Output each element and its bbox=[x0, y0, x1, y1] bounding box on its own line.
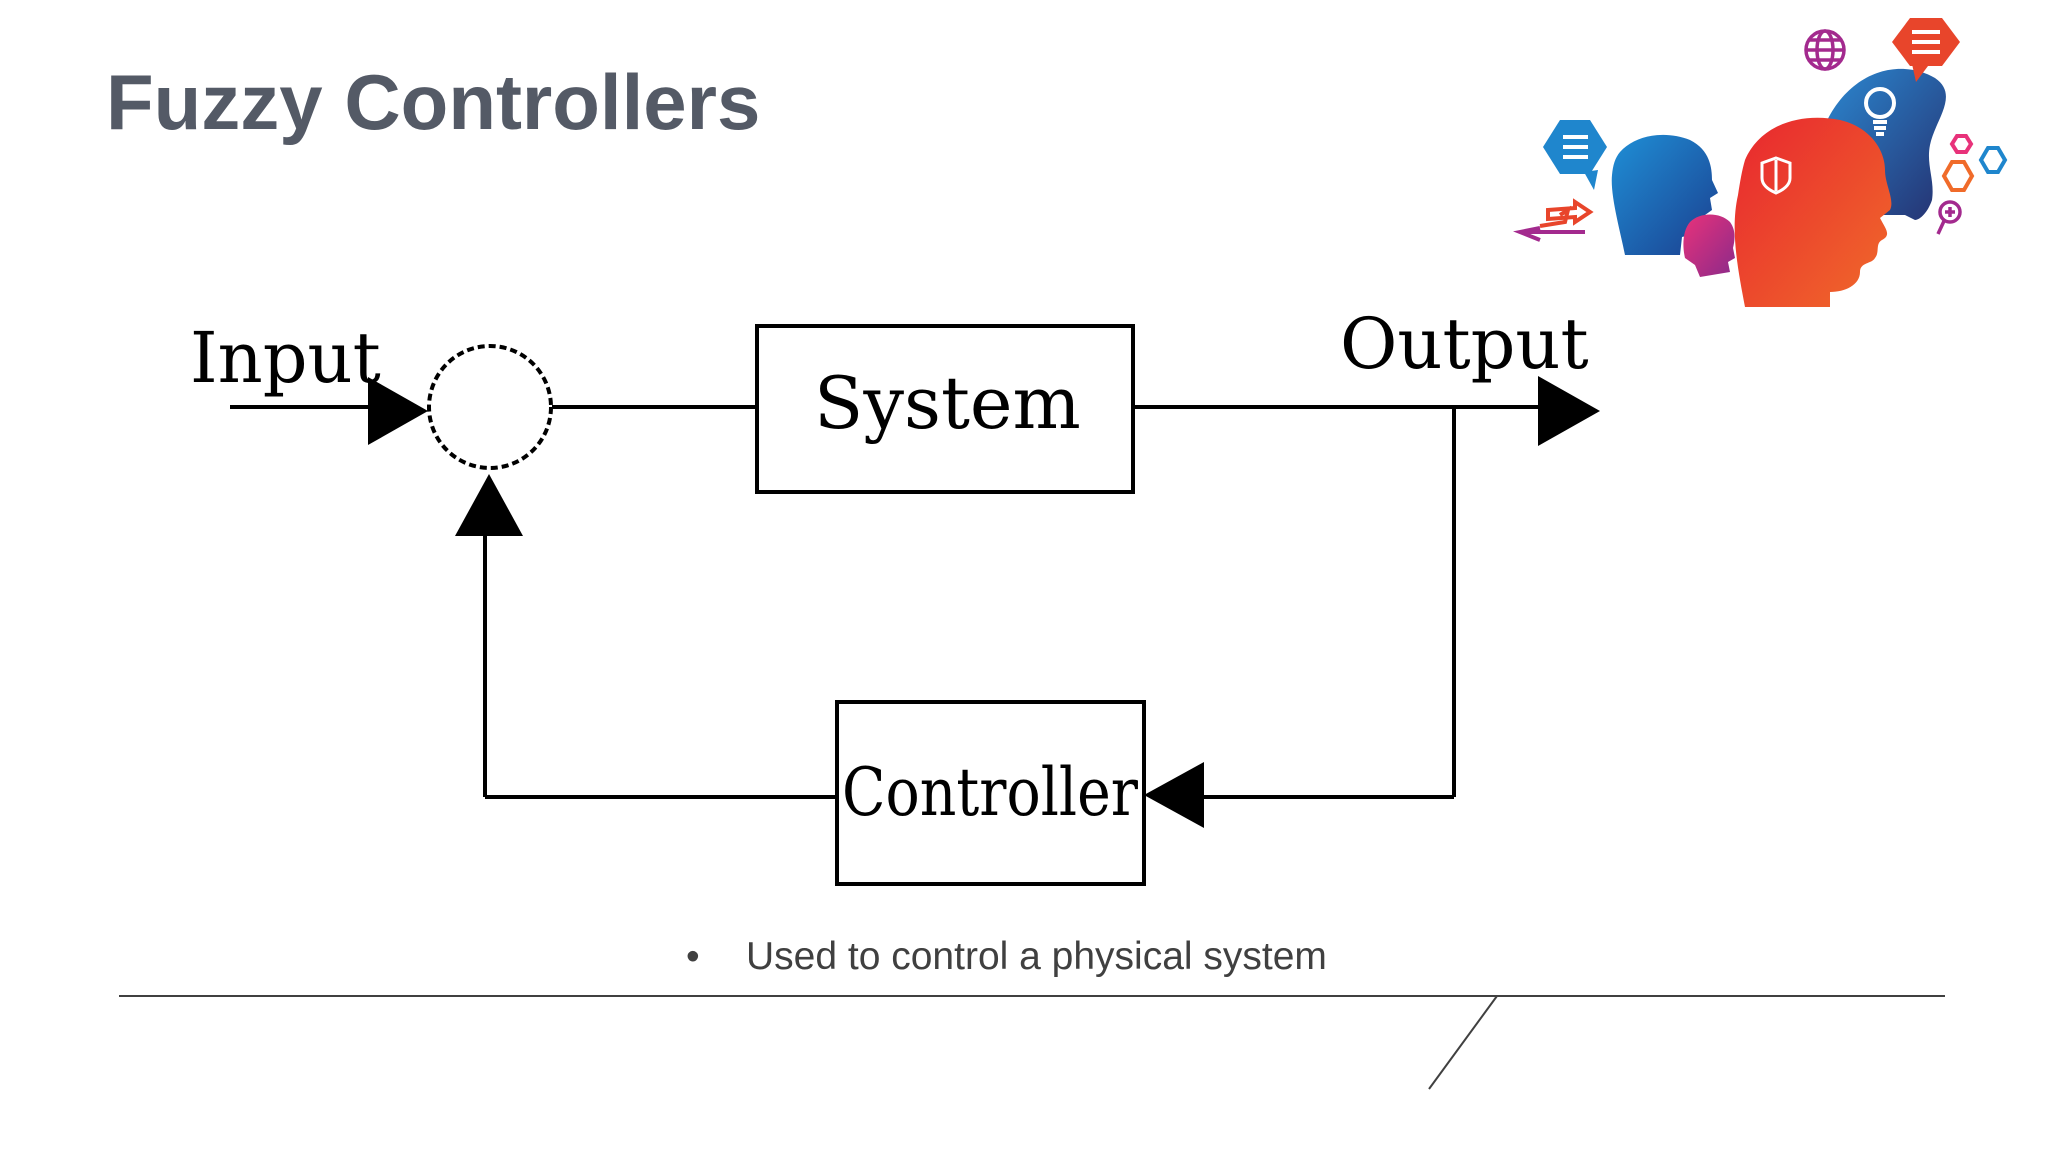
swap-arrows-icon bbox=[1513, 198, 1594, 242]
summing-junction bbox=[427, 344, 553, 470]
controller-arrowhead bbox=[1144, 762, 1204, 828]
orange-head bbox=[1734, 117, 1892, 307]
controller-box bbox=[835, 700, 1146, 886]
shield-icon bbox=[1760, 156, 1792, 195]
output-arrowhead bbox=[1538, 376, 1600, 446]
input-label: Input bbox=[190, 317, 381, 399]
controller-label: Controller bbox=[842, 754, 1138, 831]
slide-title: Fuzzy Controllers bbox=[106, 58, 761, 146]
output-label: Output bbox=[1340, 303, 1589, 385]
system-label: System bbox=[814, 361, 1081, 445]
bullet-marker: • bbox=[686, 935, 700, 978]
pink-head bbox=[1683, 214, 1735, 277]
hexagon-icon bbox=[1941, 134, 2008, 192]
pin-icon bbox=[1936, 200, 1962, 235]
globe-icon bbox=[1804, 29, 1846, 71]
list-icon bbox=[1543, 120, 1607, 190]
list-icon bbox=[1892, 18, 1960, 82]
feedback-arrowhead bbox=[455, 474, 523, 536]
lightbulb-icon bbox=[1864, 87, 1896, 136]
input-arrowhead bbox=[368, 377, 428, 445]
bullet-item: • Used to control a physical system bbox=[686, 932, 1327, 982]
bullet-text: Used to control a physical system bbox=[746, 935, 1327, 978]
